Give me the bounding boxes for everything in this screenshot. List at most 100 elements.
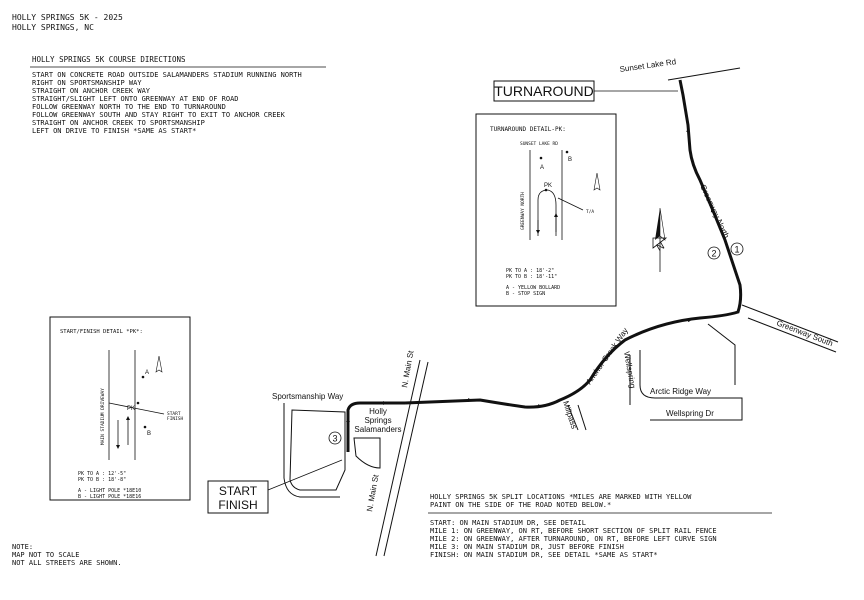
start-finish-label-box (207, 480, 269, 514)
route-arrow (671, 318, 692, 323)
header-location: HOLLY SPRINGS, NC (12, 23, 94, 32)
start-line (108, 402, 165, 415)
route-arrow (449, 398, 472, 403)
route-arrow (710, 208, 721, 231)
detail-legend-a: A - YELLOW BOLLARD (506, 285, 560, 291)
label-wellspring-dr: Wellspring Dr (666, 409, 714, 418)
directions-title: HOLLY SPRINGS 5K COURSE DIRECTIONS (32, 55, 186, 64)
svg-text:1: 1 (734, 245, 739, 255)
detail-label-pk: PK (544, 183, 552, 189)
svg-text:N: N (655, 241, 667, 254)
detail-measure-b: PK TO B : 18'-11" (506, 274, 557, 280)
splits-title-line2: PAINT ON THE SIDE OF THE ROAD NOTED BELO… (430, 501, 611, 509)
label-sunset-lake-rd: Sunset Lake Rd (619, 57, 677, 74)
label-stadium-line1: Holly (369, 407, 387, 416)
turnaround-detail-box (475, 113, 617, 307)
label-arctic-ridge-way: Arctic Ridge Way (650, 387, 711, 396)
detail-label-a: A (540, 165, 544, 171)
arctic-ridge-road (707, 323, 736, 385)
sunset-lake-rd (667, 67, 741, 81)
note-line: NOT ALL STREETS ARE SHOWN. (12, 559, 122, 567)
directions-list: START ON CONCRETE ROAD OUTSIDE SALAMANDE… (32, 71, 302, 135)
start-label: START (219, 484, 258, 498)
split-line: FINISH: ON MAIN STADIUM DR, SEE DETAIL *… (430, 551, 658, 559)
mile-marker-3: 3 (328, 431, 342, 445)
direction-line: STRAIGHT/SLIGHT LEFT ONTO GREENWAY AT EN… (32, 95, 239, 103)
detail-point-a (539, 156, 543, 160)
label-greenway-south: Greenway South (775, 318, 834, 348)
direction-line: START ON CONCRETE ROAD OUTSIDE SALAMANDE… (32, 71, 302, 79)
start-finish-leader (267, 459, 343, 491)
label-n-main-st-bottom: N. Main St (365, 473, 380, 512)
start-detail-title: START/FINISH DETAIL *PK*: (60, 329, 143, 335)
svg-text:3: 3 (332, 434, 337, 444)
street-network (267, 67, 839, 557)
start-detail-point-b (143, 425, 147, 429)
label-greenway-north: Greenway North (698, 183, 731, 240)
direction-line: STRAIGHT ON ANCHOR CREEK TO SPORTSMANSHI… (32, 119, 205, 127)
detail-label-b: B (568, 157, 572, 163)
detail-pk-point (544, 188, 548, 192)
direction-line: FOLLOW GREENWAY SOUTH AND STAY RIGHT TO … (32, 111, 286, 119)
mile-marker-2: 2 (707, 246, 721, 260)
detail-ta-leader (557, 197, 584, 211)
route-start-segment (346, 401, 405, 452)
note-line: MAP NOT TO SCALE (12, 551, 79, 559)
mile-marker-1: 1 (730, 242, 744, 256)
turnaround-detail-title: TURNAROUND DETAIL-PK: (490, 126, 566, 133)
stadium-outer-road (283, 403, 340, 498)
start-detail-measure-a: PK TO A : 12'-5" (78, 471, 126, 477)
label-n-main-st-top: N. Main St (400, 349, 415, 388)
start-finish-detail-panel: START/FINISH DETAIL *PK*: MAIN STADIUM D… (49, 316, 191, 501)
start-detail-legend-b: B - LIGHT POLE *18E16 (78, 494, 141, 500)
direction-line: STRAIGHT ON ANCHOR CREEK WAY (32, 87, 151, 95)
svg-text:2: 2 (711, 249, 716, 259)
turnaround-detail-road: SUNSET LAKE RD (520, 141, 558, 147)
turnaround-detail-greenway: GREENWAY NORTH (520, 192, 526, 230)
detail-north-arrow-icon (593, 172, 601, 191)
header-title: HOLLY SPRINGS 5K - 2025 (12, 13, 123, 22)
turnaround-label: TURNAROUND (494, 83, 594, 99)
start-detail-north-arrow-icon (155, 355, 163, 373)
split-line: MILE 1: ON GREENWAY, ON RT, BEFORE SHORT… (430, 527, 717, 535)
route-arrow (524, 404, 542, 409)
direction-line: LEFT ON DRIVE TO FINISH *SAME AS START* (32, 127, 196, 135)
start-detail-start: START (167, 411, 181, 417)
stadium-field (353, 437, 381, 469)
split-line: START: ON MAIN STADIUM DR, SEE DETAIL (430, 519, 586, 527)
start-detail-measure-b: PK TO B : 18'-8" (78, 477, 126, 483)
greenway-south-edge (747, 317, 837, 353)
direction-line: FOLLOW GREENWAY NORTH TO THE END TO TURN… (32, 103, 226, 111)
label-stadium-line2: Springs (364, 416, 391, 425)
detail-point-b (565, 150, 569, 154)
start-detail-point-a (141, 375, 145, 379)
race-route (346, 79, 743, 452)
finish-label: FINISH (218, 498, 257, 512)
millpass-road-edge (577, 404, 587, 431)
start-detail-label-a: A (145, 370, 149, 376)
detail-turnaround-loop (537, 189, 557, 236)
north-arrow-icon: N (652, 207, 668, 272)
turnaround-detail-panel: TURNAROUND DETAIL-PK: SUNSET LAKE RD GRE… (475, 113, 617, 307)
start-detail-label-pk: PK (127, 406, 135, 412)
greenway-south-road (741, 304, 839, 343)
split-locations: HOLLY SPRINGS 5K SPLIT LOCATIONS *MILES … (428, 493, 772, 559)
detail-legend-b: B - STOP SIGN (506, 291, 545, 297)
split-line: MILE 3: ON MAIN STADIUM DR, JUST BEFORE … (430, 543, 624, 551)
wellspring-road (639, 350, 743, 421)
route-arrow (686, 128, 691, 151)
note-title: NOTE: (12, 543, 33, 551)
millpass-road (567, 404, 579, 431)
detail-label-ta: T/A (586, 209, 594, 215)
start-detail-road: MAIN STADIUM DRIVEWAY (100, 388, 106, 445)
start-detail-label-b: B (147, 431, 151, 437)
n-main-st-road (375, 359, 421, 557)
label-sportsmanship-way: Sportsmanship Way (272, 392, 343, 401)
detail-measure-a: PK TO A : 18'-2" (506, 268, 554, 274)
start-detail-legend-a: A - LIGHT POLE *18E10 (78, 488, 141, 494)
label-millpass: Millpass (561, 400, 578, 430)
direction-line: RIGHT ON SPORTSMANSHIP WAY (32, 79, 142, 87)
splits-title-line1: HOLLY SPRINGS 5K SPLIT LOCATIONS *MILES … (430, 493, 692, 501)
split-line: MILE 2: ON GREENWAY, AFTER TURNAROUND, O… (430, 535, 717, 543)
